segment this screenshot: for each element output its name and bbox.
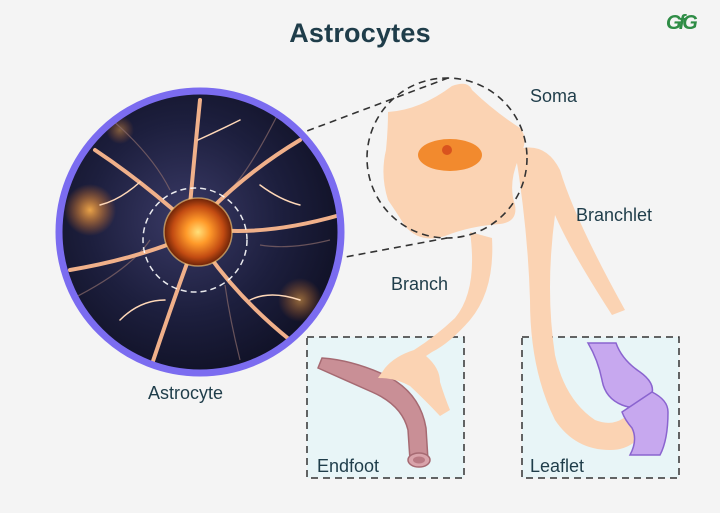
soma-zoom-circle (366, 77, 528, 239)
blood-vessel-icon (317, 357, 431, 468)
synapse-icon (586, 342, 669, 456)
label-endfoot: Endfoot (317, 456, 380, 476)
photo-ring (55, 87, 345, 377)
label-branchlet: Branchlet (576, 205, 653, 225)
astrocyte-micrograph (55, 87, 345, 377)
label-leaflet: Leaflet (530, 456, 585, 476)
label-soma: Soma (530, 86, 578, 106)
astrocyte-cell-illustration (378, 83, 652, 450)
label-branch: Branch (391, 274, 449, 294)
page-title: Astrocytes (289, 18, 431, 48)
label-astrocyte: Astrocyte (148, 383, 224, 403)
gfg-logo: GfG (666, 12, 698, 34)
